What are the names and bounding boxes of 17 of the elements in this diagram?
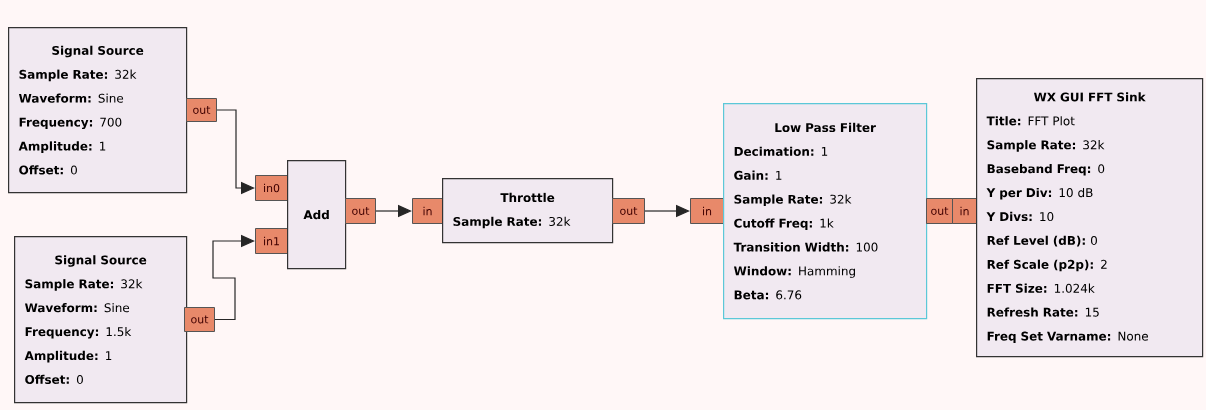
port-box: out [926,198,953,224]
port-box: out [612,198,645,224]
block-box: Signal Source Sample Rate: 32k Waveform: Sine Frequency: 1.5k Amplitude: 1 Offset: 0 [14,236,188,404]
block-box: WX GUI FFT Sink Title: FFT Plot Sample Rate: 32k Baseband Freq: 0 Y per Div: 10 dB Y Divs: 10 Ref Level (dB): 0 Ref Scale (p2p): 2 FFT Size: 1.024k Refresh Rate: 15 Freq Set Varname: None [976,78,1204,358]
port-box: out [186,98,217,122]
block-box: Low Pass Filter Decimation: 1 Gain: 1 Sample Rate: 32k Cutoff Freq: 1k Transition Width: 100 Window: Hamming Beta: 6.76 [723,103,928,320]
port-box: in0 [255,175,288,201]
port-box: in1 [255,228,288,254]
block-box: Signal Source Sample Rate: 32k Waveform: Sine Frequency: 700 Amplitude: 1 Offset: 0 [8,27,188,194]
port-box: in [690,198,724,224]
port-box: out [184,307,215,332]
connector-arrow [212,234,255,321]
port-box: out [345,198,376,224]
block-box: Add [287,160,347,270]
port-box: in [412,198,443,224]
port-box: in [952,198,977,224]
block-box: Throttle Sample Rate: 32k [442,178,614,244]
